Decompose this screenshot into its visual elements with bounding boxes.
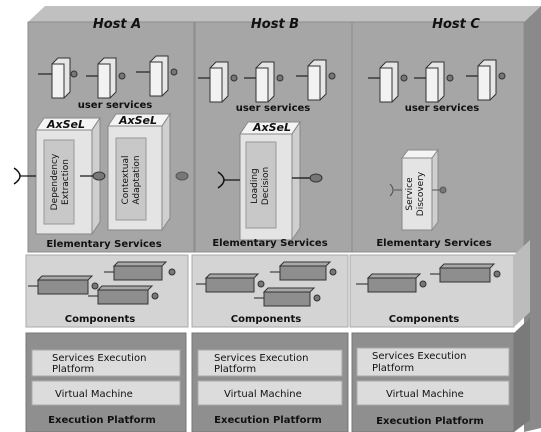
host-c-platform-side-face: [514, 318, 530, 432]
host-b-platform-row-1: [197, 349, 343, 377]
host-c-platform-row-1-line-2: Platform: [372, 363, 414, 374]
host-c-service-line-2: Discovery: [416, 171, 426, 216]
host-a-axsel-2-line-1: Contextual: [121, 156, 131, 205]
host-c-user-service-3: [466, 59, 506, 101]
host-a-axsel-contextual-adaptation: AxSeL Contextual Adaptation: [107, 112, 171, 232]
host-c-provided-port-icon: [439, 186, 447, 194]
host-c-execution-platform-label: Execution Platform: [376, 416, 484, 427]
host-c-components-label: Components: [389, 314, 459, 325]
host-a-axsel-1-line-1: Dependency: [50, 153, 60, 210]
host-a-top-face: [28, 6, 225, 22]
host-c-component-1: [356, 273, 427, 293]
host-c: Host C user services Service Discovery: [349, 17, 530, 432]
host-a-platform-row-1: [31, 349, 181, 377]
host-c-elementary-services-label: Elementary Services: [376, 238, 491, 249]
host-a-execution-platform-label: Execution Platform: [48, 415, 156, 426]
host-c-service-line-1: Service: [405, 177, 415, 211]
host-b-platform-row-2-line-1: Virtual Machine: [224, 389, 302, 400]
host-c-user-service-2: [414, 61, 454, 103]
host-b-user-service-2: [244, 61, 284, 103]
host-c-platform-row-1: [356, 347, 510, 377]
host-b-execution-platform-label: Execution Platform: [214, 415, 322, 426]
host-a-required-port-icon: [13, 167, 21, 185]
host-b-components-label: Components: [231, 314, 301, 325]
host-b: Host B user services AxSeL Loading: [191, 17, 353, 432]
host-b-elementary-services-label: Elementary Services: [212, 238, 327, 249]
host-a: Host A user services AxSeL: [13, 17, 195, 432]
host-b-provided-port-icon: [309, 173, 323, 183]
host-a-title: Host A: [93, 17, 141, 32]
host-a-axsel-1-label: AxSeL: [46, 118, 85, 131]
host-b-platform-row-2: [197, 380, 343, 406]
host-a-axsel-1-line-2: Extraction: [61, 159, 71, 205]
host-a-provided-port-icon: [92, 171, 106, 181]
host-a-component-3: [88, 285, 159, 305]
host-a-external-port-icon: [175, 171, 189, 181]
host-c-components-side-face: [514, 240, 530, 327]
host-b-component-3: [254, 287, 321, 307]
host-b-platform-row-1-line-2: Platform: [214, 364, 256, 375]
host-b-component-1: [196, 273, 265, 293]
host-c-service-discovery: Service Discovery: [401, 148, 439, 232]
host-c-platform-row-2: [356, 380, 510, 406]
host-a-axsel-2-label: AxSeL: [118, 114, 157, 127]
host-b-axsel-label: AxSeL: [252, 121, 291, 134]
host-a-axsel-dependency-extraction: AxSeL Dependency Extraction: [35, 116, 101, 236]
host-c-component-2: [430, 263, 501, 283]
host-a-platform-row-1-line-2: Platform: [52, 364, 94, 375]
host-a-platform-row-2: [31, 380, 181, 406]
host-c-platform-row-1-line-1: Services Execution: [372, 351, 466, 362]
host-a-elementary-services-label: Elementary Services: [46, 239, 161, 250]
host-c-platform-row-2-line-1: Virtual Machine: [386, 389, 464, 400]
host-c-title: Host C: [432, 17, 480, 32]
host-b-user-service-1: [198, 61, 238, 103]
host-b-component-2: [270, 261, 337, 281]
host-a-platform-row-2-line-1: Virtual Machine: [55, 389, 133, 400]
host-a-platform-row-1-line-1: Services Execution: [52, 353, 146, 364]
host-b-axsel-loading-decision: AxSeL Loading Decision: [239, 120, 301, 242]
host-a-axsel-2-line-2: Adaptation: [132, 155, 142, 204]
host-a-component-2: [104, 261, 176, 281]
host-b-title: Host B: [251, 17, 299, 32]
host-c-top-face: [352, 6, 541, 22]
host-a-user-service-2: [86, 57, 126, 99]
host-a-user-service-3: [136, 55, 178, 97]
host-b-axsel-line-2: Decision: [261, 167, 271, 205]
host-c-user-service-1: [368, 61, 408, 103]
host-a-components-label: Components: [65, 314, 135, 325]
host-b-user-services-label: user services: [236, 103, 311, 114]
host-a-user-services-label: user services: [78, 100, 153, 111]
host-b-axsel-line-1: Loading: [250, 168, 260, 204]
host-b-top-face: [195, 6, 375, 22]
host-a-user-service-1: [38, 57, 78, 99]
host-b-platform-row-1-line-1: Services Execution: [214, 353, 308, 364]
host-c-required-port-icon: [389, 183, 394, 197]
host-c-user-services-label: user services: [405, 103, 480, 114]
host-a-component-1: [28, 275, 99, 295]
host-b-user-service-3: [296, 59, 336, 101]
